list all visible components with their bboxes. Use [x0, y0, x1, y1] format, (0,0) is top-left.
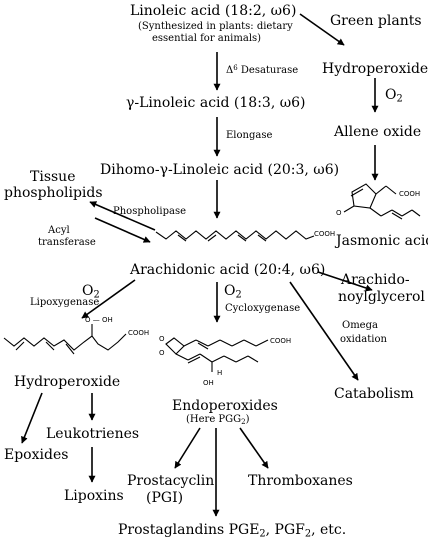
prostacyclin-line1: Prostacyclin	[127, 473, 215, 489]
arrow-to-tissue-phospholipids	[89, 201, 156, 231]
arachidonoylglycerol-line2: noylglycerol	[338, 289, 425, 305]
endoperoxide-structure	[165, 337, 269, 372]
arrow-omega-oxidation	[289, 281, 359, 381]
acyl-transferase-line2: transferase	[38, 237, 96, 248]
arrow-from-tissue-phospholipids	[94, 217, 151, 243]
green-plants-label: Green plants	[330, 13, 422, 29]
linoleic-acid-label: Linoleic acid (18:2, ω6)	[130, 3, 297, 19]
tissue-phospholipids-line1: Tissue	[30, 169, 76, 185]
hydroperoxide-cooh-label: COOH	[128, 329, 150, 337]
dihomo-gamma-linoleic-acid-label: Dihomo-γ-Linoleic acid (20:3, ω6)	[100, 162, 340, 178]
arrow-to-epoxides	[21, 392, 43, 444]
endoperoxides-note-label: (Here PGG2)	[186, 414, 250, 426]
prostacyclin-line2: (PGI)	[146, 490, 184, 506]
delta6-desaturase-label: Δ6 Desaturase	[226, 64, 299, 77]
hydroperoxides-label: Hydroperoxides	[322, 61, 428, 77]
arachidonoylglycerol-line1: Arachido-	[341, 272, 410, 288]
o2-label-cycloxygenase: O2	[224, 283, 242, 301]
o2-label-lipoxygenase: O2	[82, 283, 100, 301]
o2-label-green-plants: O2	[385, 87, 403, 105]
jasmonic-ketone-oxygen-label: O	[336, 209, 342, 217]
lipoxygenase-label: Lipoxygenase	[30, 297, 100, 308]
thromboxanes-label: Thromboxanes	[248, 473, 353, 489]
epoxides-label: Epoxides	[4, 447, 69, 463]
endoperoxide-cooh-label: COOH	[270, 337, 292, 345]
prostaglandins-label: Prostaglandins PGE2, PGF2, etc.	[118, 522, 347, 540]
hydroperoxide-structure	[3, 333, 127, 351]
omega-oxidation-line1: Omega	[342, 320, 378, 331]
omega-oxidation-line2: oxidation	[340, 334, 387, 345]
hydroperoxy-group-label: O — OH	[85, 316, 113, 324]
allene-oxide-label: Allene oxide	[334, 124, 422, 140]
acyl-transferase-line1: Acyl	[48, 225, 70, 236]
lipoxins-label: Lipoxins	[64, 488, 124, 504]
arrow-to-thromboxanes	[239, 427, 269, 469]
phospholipase-label: Phospholipase	[113, 206, 186, 217]
jasmonic-acid-structure	[343, 183, 421, 220]
leukotrienes-label: Leukotrienes	[46, 426, 140, 442]
linoleic-note-line2: essential for animals)	[152, 33, 262, 44]
catabolism-label: Catabolism	[334, 386, 414, 402]
endoperoxides-label: Endoperoxides	[172, 398, 278, 414]
hydroperoxide-double-bonds	[15, 341, 75, 355]
arachidonic-acid-double-bonds	[177, 234, 267, 242]
arachidonic-acid-structure	[155, 230, 315, 240]
arrow-to-arachidonoylglycerol	[317, 271, 373, 292]
endoperoxide-oh-label: OH	[203, 379, 214, 387]
gamma-linoleic-acid-label: γ-Linoleic acid (18:3, ω6)	[126, 95, 306, 111]
endoperoxide-ring-o-bottom: O	[159, 349, 165, 357]
arachidonic-acid-label: Arachidonic acid (20:4, ω6)	[130, 262, 326, 278]
endoperoxide-ring-o-top: O	[159, 335, 165, 343]
jasmonic-cooh-label: COOH	[399, 190, 421, 198]
arrow-to-prostacyclin	[174, 427, 201, 469]
endoperoxide-h-label: H	[217, 369, 223, 377]
arrow-lipoxygenase	[81, 279, 136, 319]
jasmonic-acid-label: Jasmonic acid	[336, 233, 428, 249]
hydroperoxide-label: Hydroperoxide	[14, 374, 121, 390]
elongase-label: Elongase	[226, 130, 273, 141]
linoleic-note-line1: (Synthesized in plants: dietary	[138, 21, 293, 32]
cycloxygenase-label: Cycloxygenase	[225, 303, 301, 314]
arachidonic-cooh-label: COOH	[314, 230, 336, 238]
tissue-phospholipids-line2: phospholipids	[4, 185, 103, 201]
arrow-linoleic-to-green-plants	[299, 13, 345, 46]
